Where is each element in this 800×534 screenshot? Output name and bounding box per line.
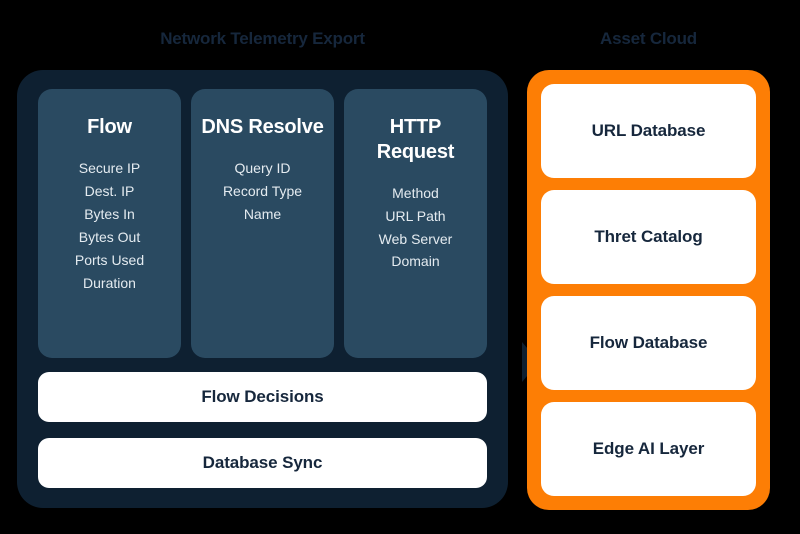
telemetry-column-dns-resolve[interactable]: DNS Resolve Query ID Record Type Name [191, 89, 334, 358]
asset-cloud-card-edge-ai-layer[interactable]: Edge AI Layer [541, 402, 756, 496]
column-title: DNS Resolve [201, 116, 324, 138]
column-item: Dest. IP [84, 183, 135, 199]
telemetry-column-flow[interactable]: Flow Secure IP Dest. IP Bytes In Bytes O… [38, 89, 181, 358]
column-items: Query ID Record Type Name [223, 157, 302, 225]
flow-decisions-label: Flow Decisions [201, 387, 324, 406]
column-item: Duration [83, 275, 136, 291]
column-item: Query ID [234, 160, 291, 176]
cloud-card-label: Flow Database [589, 333, 708, 352]
column-item: Web Server Domain [378, 231, 453, 269]
column-item: Method [392, 185, 439, 201]
telemetry-column-http-request[interactable]: HTTP Request Method URL Path Web Server … [344, 89, 487, 358]
column-title: Flow [87, 116, 132, 138]
asset-cloud-card-thret-catalog[interactable]: Thret Catalog [541, 190, 756, 284]
column-items: Method URL Path Web Server Domain [379, 182, 453, 272]
column-item: Record Type [222, 183, 303, 199]
asset-cloud-card-flow-database[interactable]: Flow Database [541, 296, 756, 390]
network-telemetry-export-panel: Flow Secure IP Dest. IP Bytes In Bytes O… [17, 70, 539, 508]
column-item: Name [243, 206, 282, 222]
telemetry-columns: Flow Secure IP Dest. IP Bytes In Bytes O… [38, 89, 487, 358]
column-item: Bytes Out [78, 229, 141, 245]
cloud-card-label: Edge AI Layer [592, 439, 705, 458]
database-sync-bar[interactable]: Database Sync [38, 438, 487, 488]
column-item: Ports Used [74, 252, 145, 268]
column-item: Secure IP [78, 160, 141, 176]
column-items: Secure IP Dest. IP Bytes In Bytes Out Po… [75, 157, 144, 294]
column-item: URL Path [385, 208, 446, 224]
cloud-card-label: URL Database [591, 121, 706, 140]
network-telemetry-export-title: Network Telemetry Export [160, 29, 365, 48]
asset-cloud-card-url-database[interactable]: URL Database [541, 84, 756, 178]
cloud-card-label: Thret Catalog [594, 227, 703, 246]
column-item: Bytes In [84, 206, 135, 222]
column-title: HTTP Request [376, 116, 455, 163]
asset-cloud-title: Asset Cloud [600, 29, 697, 48]
asset-cloud-panel: URL Database Thret Catalog Flow Database… [527, 70, 770, 510]
database-sync-label: Database Sync [202, 453, 323, 472]
flow-decisions-bar[interactable]: Flow Decisions [38, 372, 487, 422]
